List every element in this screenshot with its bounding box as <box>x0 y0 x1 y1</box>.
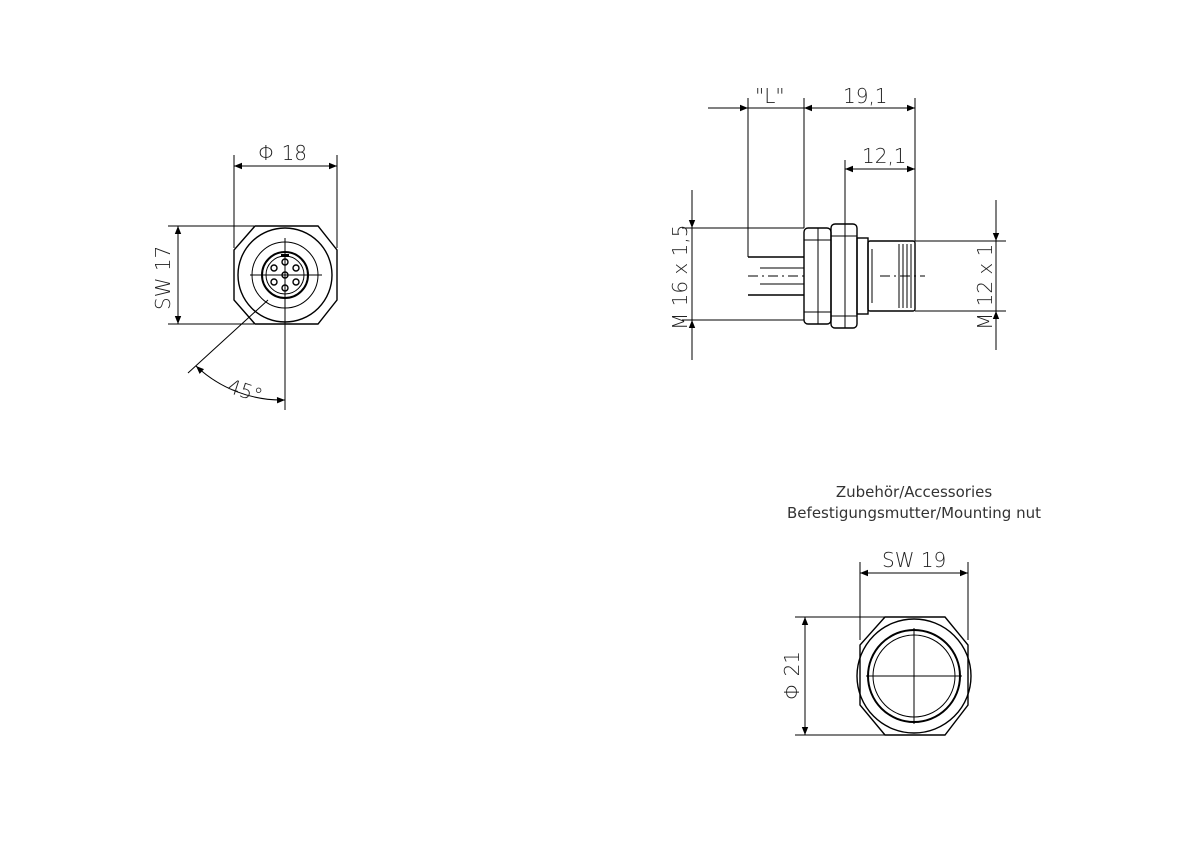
side-flange <box>830 223 858 329</box>
side-cable <box>748 256 804 296</box>
front-wrench-label: SW 17 <box>151 246 175 310</box>
front-diameter-dimension: Φ 18 <box>233 141 338 248</box>
side-view: "L" 19,1 12,1 M 16 x 1,5 M 12 x 1 <box>668 84 1006 360</box>
mounting-nut-drawing <box>856 616 972 736</box>
side-big-thread-label: M 16 x 1,5 <box>668 225 692 330</box>
side-small-thread-label: M 12 x 1 <box>973 244 997 330</box>
nut-wrench-label: SW 19 <box>882 548 946 572</box>
front-hex-outline <box>233 225 338 325</box>
side-rear-nut <box>803 227 832 325</box>
side-big-thread-dimension: M 16 x 1,5 <box>668 190 804 360</box>
side-small-thread-dimension: M 12 x 1 <box>915 200 1006 350</box>
accessory-heading: Zubehör/Accessories <box>836 483 993 501</box>
accessory-name: Befestigungsmutter/Mounting nut <box>787 504 1041 522</box>
front-view: Φ 18 SW 17 45° <box>151 141 338 410</box>
front-angle-label: 45° <box>224 374 265 408</box>
nut-wrench-dimension: SW 19 <box>859 548 969 640</box>
side-thread-length-dimension: 12,1 <box>844 144 915 224</box>
nut-diameter-label: Φ 21 <box>780 651 804 700</box>
front-angle-dimension: 45° <box>195 365 286 408</box>
nut-diameter-dimension: Φ 21 <box>780 616 885 736</box>
side-m12-thread <box>856 237 925 315</box>
accessory-section: Zubehör/Accessories Befestigungsmutter/M… <box>780 483 1041 736</box>
front-diameter-label: Φ 18 <box>258 141 307 165</box>
side-thread-length-label: 12,1 <box>862 144 907 168</box>
side-overall-label: 19,1 <box>843 84 888 108</box>
side-length-dimensions: "L" 19,1 <box>708 84 916 257</box>
side-length-label: "L" <box>755 84 785 108</box>
front-wrench-dimension: SW 17 <box>151 225 254 325</box>
